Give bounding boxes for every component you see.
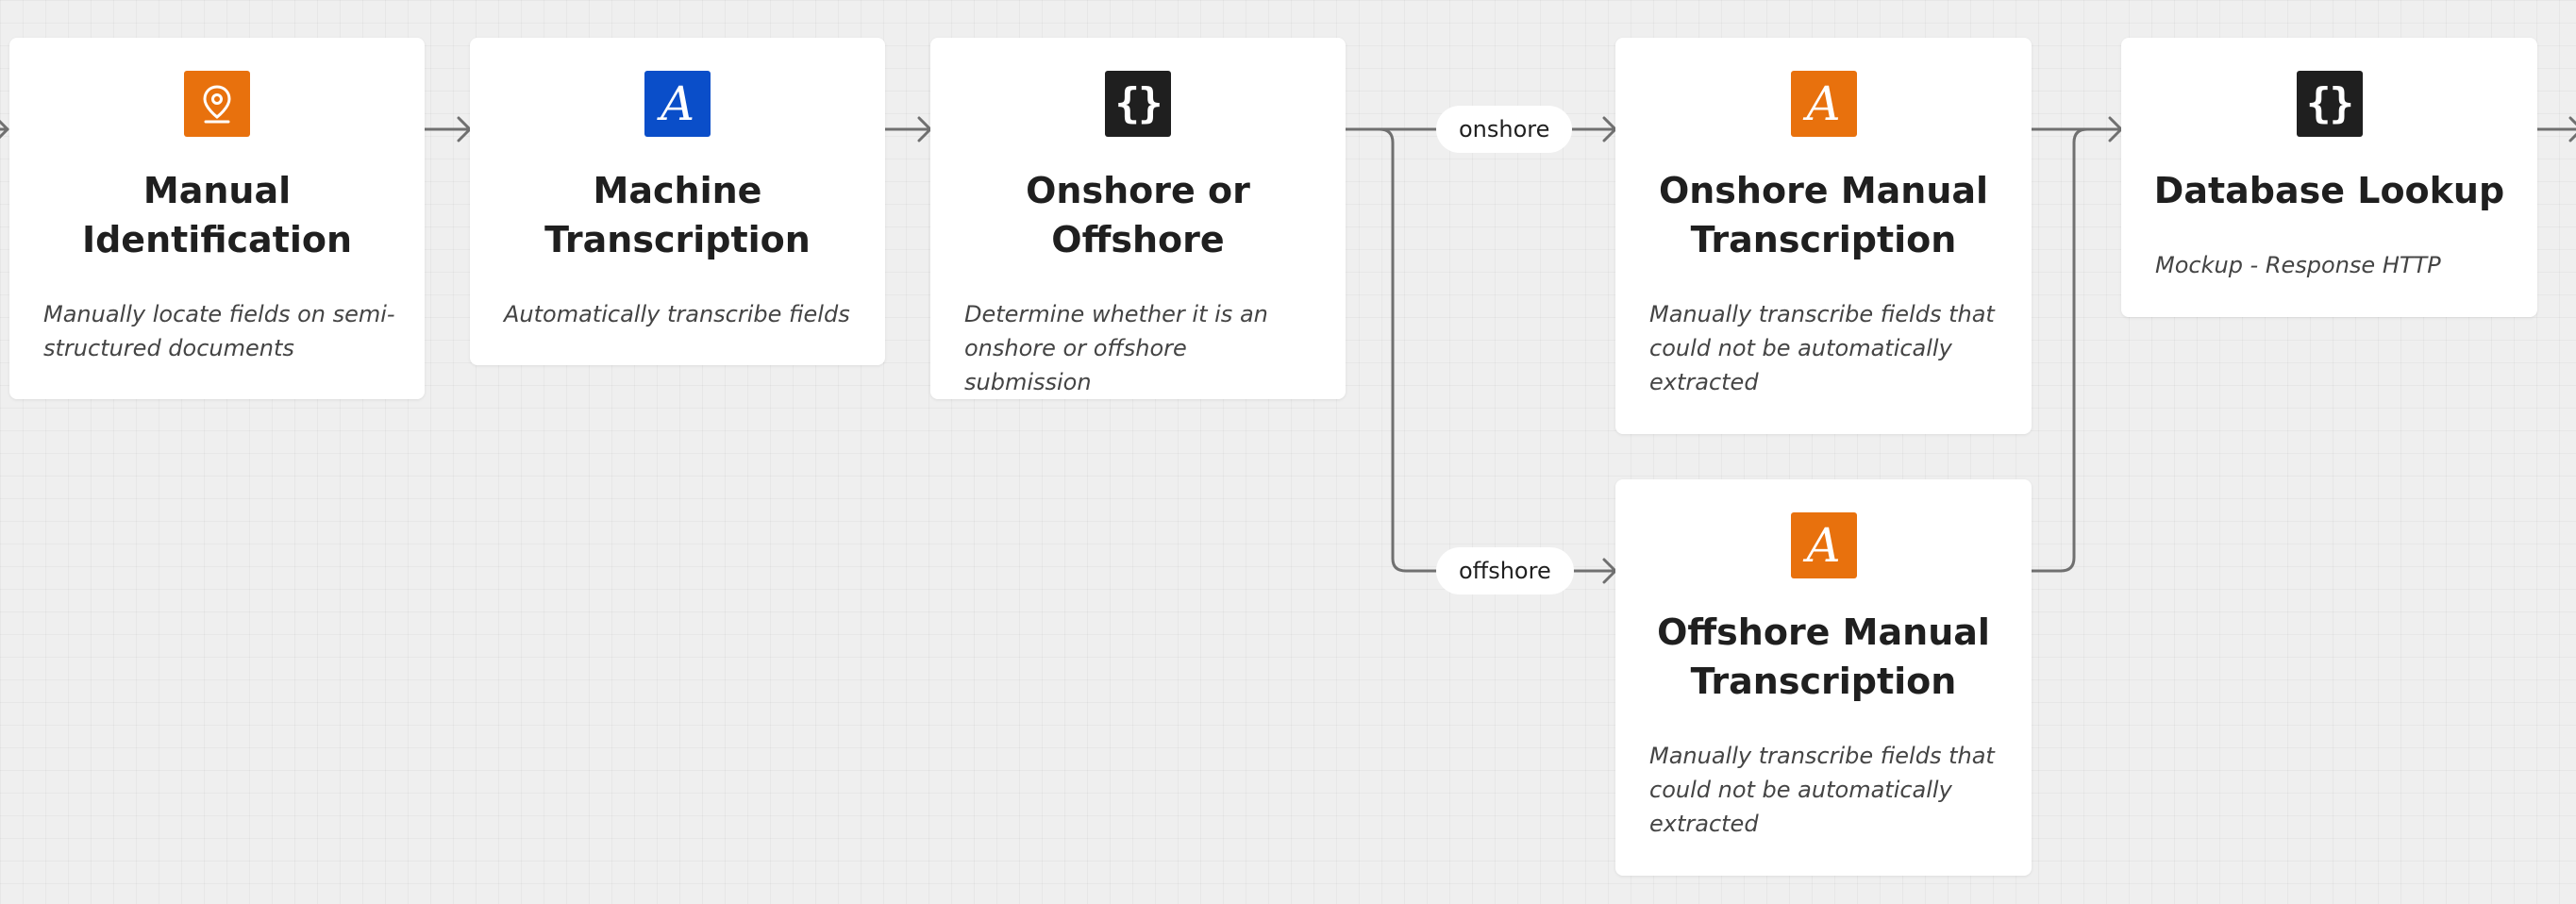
map-pin-icon bbox=[184, 71, 250, 137]
node-title: Machine Transcription bbox=[544, 170, 811, 260]
connector-offshore-to-database bbox=[2030, 127, 2089, 573]
node-description: Automatically transcribe fields bbox=[504, 301, 850, 327]
node-database-lookup[interactable]: {} Database Lookup Mockup - Response HTT… bbox=[2121, 38, 2537, 317]
code-braces-icon: {} bbox=[2296, 71, 2363, 137]
node-title: Offshore Manual Transcription bbox=[1657, 611, 1990, 702]
letter-a-icon: A bbox=[1790, 512, 1857, 578]
node-onshore-or-offshore[interactable]: {} Onshore or Offshore Determine whether… bbox=[930, 38, 1346, 399]
node-manual-identification[interactable]: Manual Identification Manually locate fi… bbox=[9, 38, 425, 399]
edge-label-offshore[interactable]: offshore bbox=[1436, 547, 1574, 594]
letter-a-icon: A bbox=[1790, 71, 1857, 137]
node-description: Manually transcribe fields that could no… bbox=[1649, 301, 1995, 395]
node-title: Manual Identification bbox=[81, 170, 353, 260]
node-offshore-manual-transcription[interactable]: A Offshore Manual Transcription Manually… bbox=[1615, 479, 2032, 876]
node-title: Onshore Manual Transcription bbox=[1658, 170, 1989, 260]
edge-label-onshore[interactable]: onshore bbox=[1436, 106, 1573, 153]
code-braces-icon: {} bbox=[1105, 71, 1171, 137]
node-description: Determine whether it is an onshore or of… bbox=[964, 301, 1268, 395]
connector-decision-to-offshore bbox=[1378, 127, 1617, 573]
node-description: Manually transcribe fields that could no… bbox=[1649, 743, 1995, 837]
letter-a-icon: A bbox=[644, 71, 711, 137]
node-title: Database Lookup bbox=[2153, 170, 2505, 211]
node-onshore-manual-transcription[interactable]: A Onshore Manual Transcription Manually … bbox=[1615, 38, 2032, 434]
node-description: Mockup - Response HTTP bbox=[2155, 252, 2441, 278]
node-description: Manually locate fields on semi-structure… bbox=[43, 301, 395, 361]
node-machine-transcription[interactable]: A Machine Transcription Automatically tr… bbox=[470, 38, 885, 365]
node-title: Onshore or Offshore bbox=[1026, 170, 1250, 260]
